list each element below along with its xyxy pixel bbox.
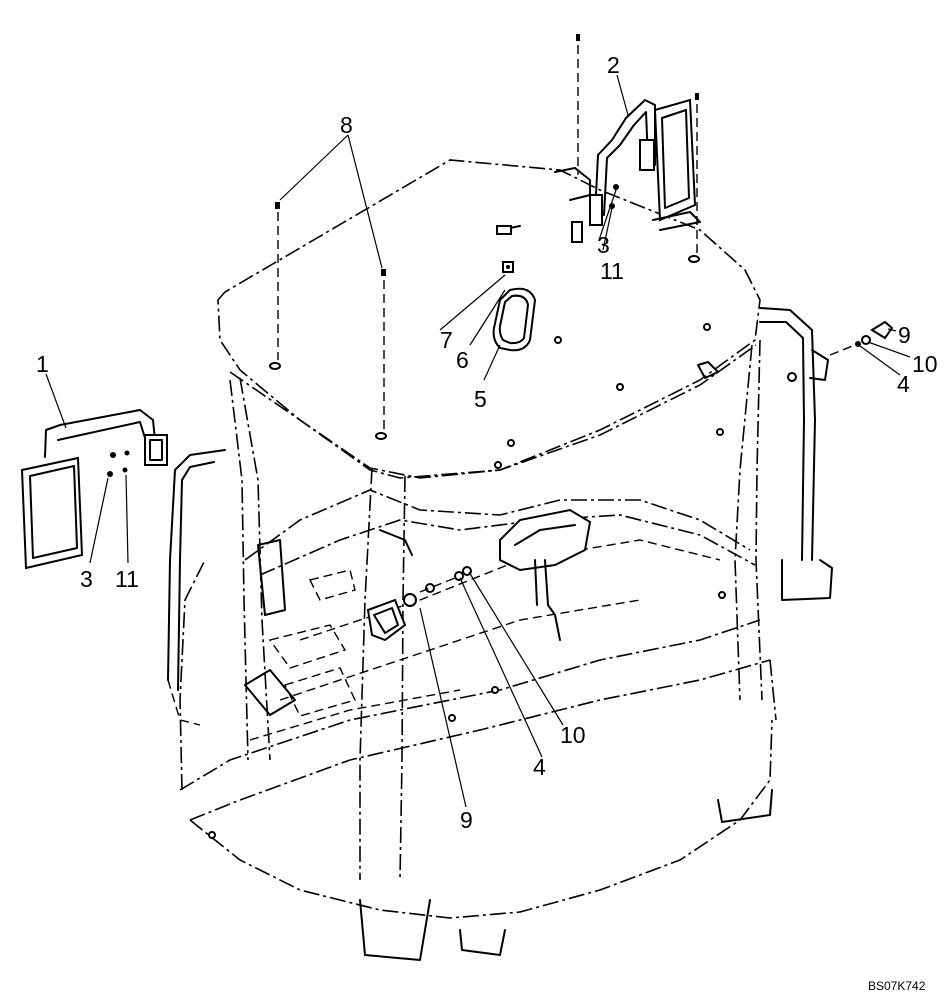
- cab-body: [179, 159, 833, 961]
- left-grab-rail: [167, 449, 226, 726]
- mirror-right: [589, 98, 701, 231]
- callout-9-center: 9: [460, 807, 473, 833]
- interior-console: [244, 508, 592, 716]
- callout-3-right: 3: [597, 232, 610, 258]
- mirror-left: [20, 409, 168, 570]
- callout-8: 8: [340, 112, 353, 138]
- mirror-center: [492, 261, 537, 352]
- callout-9-right: 9: [898, 322, 911, 348]
- callout-7: 7: [440, 327, 453, 353]
- callout-5: 5: [474, 386, 487, 412]
- callout-2: 2: [607, 52, 620, 78]
- callout-4-center: 4: [533, 754, 546, 780]
- roof-brackets: [496, 167, 719, 379]
- leader-lines: [45, 74, 911, 808]
- callout-11-left: 11: [115, 566, 139, 592]
- callout-1: 1: [36, 351, 49, 377]
- callout-11-right: 11: [600, 258, 624, 284]
- right-grab-rail: [759, 307, 829, 561]
- callout-6: 6: [456, 347, 469, 373]
- roof-bolts: [275, 34, 699, 430]
- callout-10-center: 10: [560, 722, 586, 748]
- figure-code: BS07K742: [868, 979, 926, 993]
- callout-10-right: 10: [912, 351, 938, 377]
- hardware-center: [419, 566, 472, 593]
- callout-3-left: 3: [80, 566, 93, 592]
- callout-4-right: 4: [897, 371, 910, 397]
- callouts: 1 2 3 3 4 4 5 6 7 8 9 9 10 10 11 11: [36, 52, 938, 833]
